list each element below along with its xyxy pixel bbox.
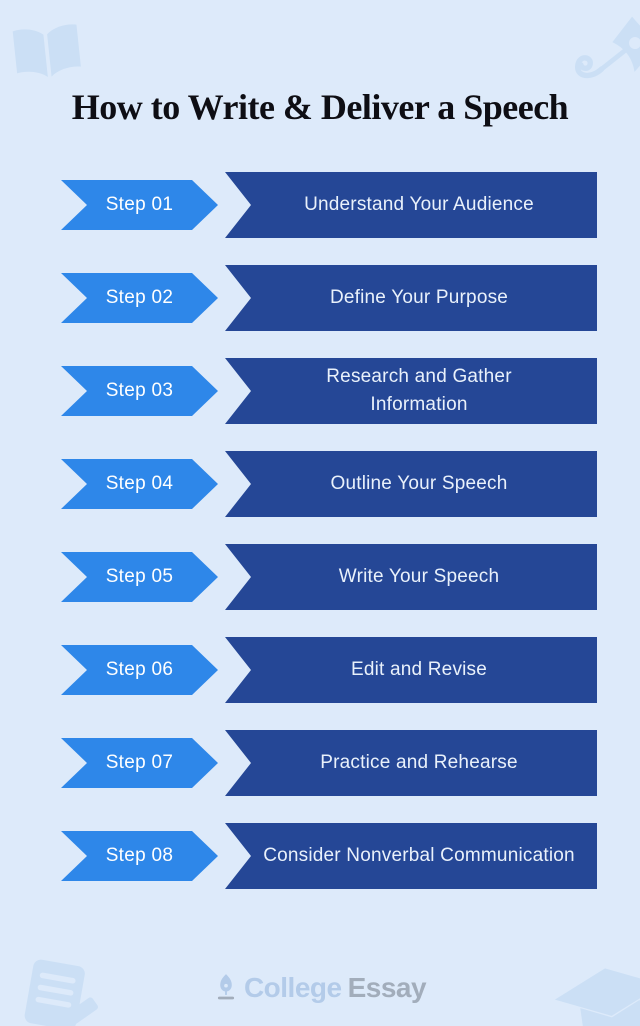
pen-nib-icon (214, 973, 238, 1003)
step-number-ribbon: Step 02 (61, 273, 218, 323)
step-title-label: Practice and Rehearse (320, 752, 518, 774)
step-number-ribbon: Step 01 (61, 180, 218, 230)
step-number-ribbon: Step 07 (61, 738, 218, 788)
step-row-3: Step 03 Research and Gather Information (61, 358, 597, 424)
step-title-label: Consider Nonverbal Communication (263, 845, 575, 867)
step-title-label: Outline Your Speech (330, 473, 508, 495)
step-row-2: Step 02 Define Your Purpose (61, 265, 597, 331)
step-number-label: Step 03 (105, 380, 174, 401)
step-title-banner: Consider Nonverbal Communication (225, 823, 597, 889)
step-number-label: Step 06 (105, 659, 174, 680)
note-and-pencil-icon (9, 947, 109, 1026)
step-row-6: Step 06 Edit and Revise (61, 637, 597, 703)
step-row-7: Step 07 Practice and Rehearse (61, 730, 597, 796)
step-row-4: Step 04 Outline Your Speech (61, 451, 597, 517)
steps-list: Step 01 Understand Your Audience Step 02… (0, 172, 640, 916)
step-number-ribbon: Step 04 (61, 459, 218, 509)
step-title-banner: Edit and Revise (225, 637, 597, 703)
step-title-label: Write Your Speech (338, 566, 500, 588)
fountain-pen-icon (559, 0, 640, 99)
step-number-label: Step 05 (105, 566, 174, 587)
step-number-label: Step 07 (105, 752, 174, 773)
step-title-banner: Define Your Purpose (225, 265, 597, 331)
step-title-label: Research and Gather Information (326, 366, 512, 415)
step-title-banner: Outline Your Speech (225, 451, 597, 517)
step-title-label: Understand Your Audience (304, 194, 534, 216)
step-title-banner: Write Your Speech (225, 544, 597, 610)
step-number-label: Step 02 (105, 287, 174, 308)
step-number-ribbon: Step 06 (61, 645, 218, 695)
step-number-label: Step 04 (105, 473, 174, 494)
page-title: How to Write & Deliver a Speech (71, 87, 569, 127)
open-book-icon (7, 16, 87, 85)
step-title-banner: Practice and Rehearse (225, 730, 597, 796)
step-row-1: Step 01 Understand Your Audience (61, 172, 597, 238)
step-row-8: Step 08 Consider Nonverbal Communication (61, 823, 597, 889)
step-number-ribbon: Step 08 (61, 831, 218, 881)
brand-college-label: College (243, 972, 342, 1003)
step-title-banner: Research and Gather Information (225, 358, 597, 424)
graduation-cap-icon (544, 948, 640, 1026)
step-number-ribbon: Step 03 (61, 366, 218, 416)
step-title-label: Edit and Revise (350, 659, 488, 681)
brand-essay-label: Essay (347, 972, 427, 1003)
step-number-ribbon: Step 05 (61, 552, 218, 602)
step-row-5: Step 05 Write Your Speech (61, 544, 597, 610)
step-title-label: Define Your Purpose (329, 287, 509, 309)
step-title-banner: Understand Your Audience (225, 172, 597, 238)
step-number-label: Step 01 (105, 194, 174, 215)
step-number-label: Step 08 (105, 845, 174, 866)
